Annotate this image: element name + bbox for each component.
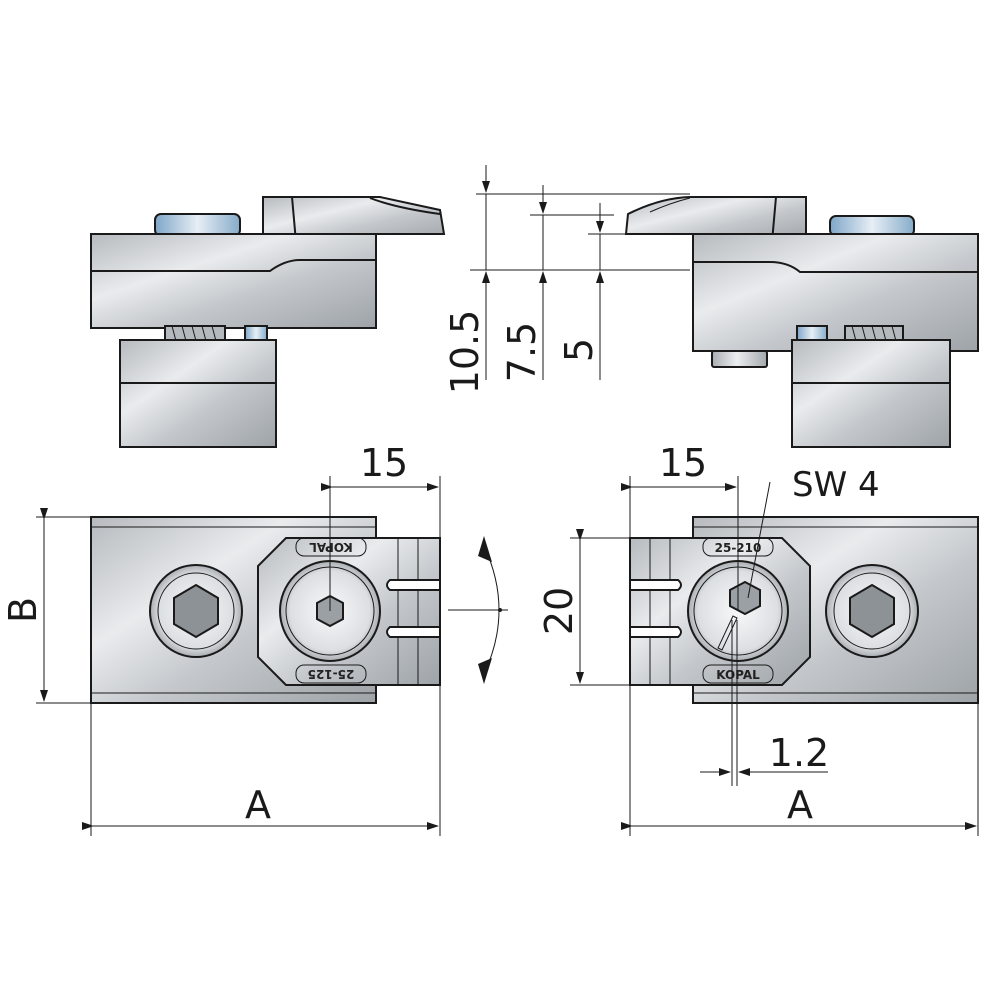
thread-lines [171,325,217,342]
base-block-right [791,339,951,448]
label-5: 5 [557,338,601,362]
hex-socket-icon [173,583,219,639]
hex-key-icon-right [729,580,761,616]
spacer [244,325,268,342]
rotation-arrow-top [478,536,492,562]
pin-bottom [711,350,768,368]
slot-top-right [629,579,682,591]
label-sw4: SW 4 [792,465,880,505]
thread-lines-right [851,325,897,342]
height-dimensions: 10.5 7.5 5 [443,165,690,394]
hex-socket-icon-right [849,583,895,639]
label-1-2: 1.2 [769,731,829,775]
label-10-5: 10.5 [443,310,487,395]
jaw-lip-right [649,197,691,213]
socket-recess-right [833,572,911,650]
label-15-left: 15 [360,441,408,485]
jaw-lip [369,197,441,215]
engraving-plate-top [295,537,367,557]
engraving-kopal-right: KOPAL [716,668,760,682]
engraving-plate-bottom-right [702,664,774,684]
top-view-left: KOPAL 25-125 15 B A [1,441,508,836]
label-20: 20 [537,587,581,635]
side-view-right [624,196,979,448]
clamp-body [90,233,377,329]
label-15-right: 15 [659,441,707,485]
label-7-5: 7.5 [500,322,544,382]
slot-bottom [386,626,441,638]
spacer-right [796,325,828,342]
label-B: B [1,597,45,623]
engraving-plate-bottom [295,664,367,684]
engraving-kopal-left: KOPAL [309,540,353,554]
socket-recess [157,572,235,650]
base-block [119,339,277,448]
label-A-right: A [787,783,813,827]
body-step-line [91,259,376,272]
rotation-arrow-bottom [478,658,492,684]
slot-top [386,579,441,591]
side-view-left [90,196,446,448]
clamp-body-right [692,233,979,352]
body-step-line-right [693,261,978,273]
socket-screw-head [154,213,241,237]
top-view-right: 25-210 KOPAL 15 SW 4 20 1.2 A [537,441,979,836]
slot-bottom-right [629,626,682,638]
eccentric-marker [717,615,738,651]
leader-sw4 [747,481,771,599]
engraving-code-left: 25-125 [308,667,355,681]
label-A-left: A [245,783,271,827]
